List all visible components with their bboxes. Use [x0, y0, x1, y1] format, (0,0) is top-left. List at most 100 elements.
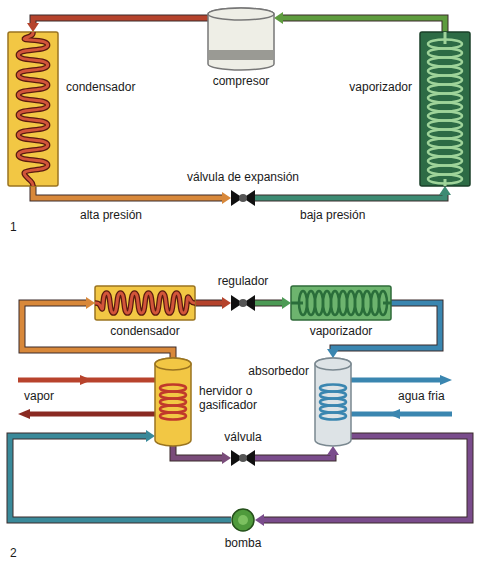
shape-outline — [231, 190, 255, 206]
water-in-pipe — [351, 412, 452, 417]
condenser-box — [95, 286, 195, 320]
coil-turn — [428, 130, 462, 139]
coil-tube — [95, 293, 195, 313]
component-label: compresor — [181, 74, 301, 88]
coil-turn — [428, 76, 462, 85]
pipe-casing — [255, 195, 445, 198]
shape-outline — [208, 8, 274, 70]
valve-symbol — [231, 190, 255, 206]
shape-outline — [291, 286, 391, 320]
coil-turn — [320, 413, 346, 420]
cylinder-body — [315, 358, 351, 446]
cylinder-top — [155, 358, 191, 370]
component-spiralh: vaporizador — [291, 286, 391, 320]
coil-turn — [428, 139, 462, 148]
pump-hub — [238, 515, 248, 525]
component-cyly: hervidor o gasificador — [155, 358, 191, 446]
pipe-connector — [195, 301, 222, 306]
pipe-connector — [283, 18, 445, 32]
coil-turn — [428, 112, 462, 121]
pipe-connector — [255, 301, 282, 306]
component-comp: compresor — [208, 8, 274, 70]
coil-turn — [428, 148, 462, 157]
coil-turn — [428, 121, 462, 130]
annotation-label: 2 — [10, 546, 17, 560]
component-label: válvula — [183, 430, 303, 444]
water-out-pipe — [351, 378, 440, 383]
coil-lead — [444, 32, 447, 186]
pipe-casing — [10, 436, 231, 520]
valve-symbol — [231, 295, 255, 311]
pipe-connector — [10, 436, 231, 520]
shape-outline — [231, 508, 255, 532]
pump-symbol — [232, 509, 254, 531]
shape-outline — [8, 32, 58, 186]
shape-outline — [231, 450, 255, 466]
pipe-casing — [255, 300, 282, 307]
component-cylg: absorbedor — [315, 358, 351, 446]
water-out-arrowhead — [440, 375, 452, 385]
component-coilv: condensador — [8, 32, 58, 186]
shape-outline — [420, 32, 470, 186]
pipe-casing — [33, 18, 208, 23]
shape-outline — [231, 295, 255, 311]
component-valve: válvula de expansión — [231, 190, 255, 206]
coil-turn — [428, 166, 462, 175]
condenser-box — [8, 32, 58, 186]
component-label: condensador — [66, 80, 135, 94]
pipe-casing — [283, 18, 445, 32]
pipe-casing — [195, 300, 222, 307]
pipe-connector — [173, 446, 222, 458]
annotation-label: vapor — [24, 389, 54, 403]
pipe-casing — [173, 446, 222, 458]
component-label: regulador — [183, 274, 303, 288]
component-label: bomba — [183, 536, 303, 550]
valve-stem — [239, 194, 247, 202]
cylinder-top — [208, 8, 274, 20]
shape-outline — [95, 286, 195, 320]
component-label: hervidor o gasificador — [199, 384, 279, 412]
component-label: absorbedor — [209, 364, 309, 378]
pipe-connector — [33, 186, 222, 198]
shape-outline — [155, 358, 191, 446]
cylinder-body — [155, 358, 191, 446]
water-in-arrowhead — [388, 409, 400, 419]
compressor-band — [209, 50, 274, 60]
steam-out-arrowhead — [18, 409, 30, 419]
coil-turn — [428, 40, 462, 49]
valve-symbol — [231, 450, 255, 466]
component-pump: bomba — [231, 508, 255, 532]
coil-casing — [18, 32, 47, 186]
pipe-connector — [255, 195, 445, 198]
annotation-label: baja presión — [300, 208, 365, 222]
coil-turn — [428, 85, 462, 94]
component-valve: regulador — [231, 295, 255, 311]
coil-casing — [95, 293, 195, 313]
valve-stem — [239, 454, 247, 462]
coil-turn — [428, 58, 462, 67]
component-valve: válvula — [231, 450, 255, 466]
coil-turn — [379, 291, 387, 315]
component-label: vaporizador — [292, 80, 412, 94]
pipe-connector — [264, 436, 470, 520]
coil-turn — [428, 103, 462, 112]
pipe-casing — [255, 455, 333, 458]
coil-turn — [428, 94, 462, 103]
pipe-connector — [33, 18, 208, 23]
coil-turn — [428, 49, 462, 58]
steam-out-pipe — [30, 412, 155, 417]
component-spiralv: vaporizador — [420, 32, 470, 186]
steam-in-arrowhead — [80, 375, 92, 385]
annotation-label: agua fria — [398, 389, 445, 403]
coil-turn — [428, 67, 462, 76]
pipe-connector — [255, 455, 333, 458]
cylinder-body — [208, 8, 274, 70]
annotation-label: 1 — [10, 220, 17, 234]
pipe-casing — [33, 186, 222, 198]
evaporator-box — [291, 286, 391, 320]
cylinder-top — [315, 358, 351, 370]
component-coilh: condensador — [95, 286, 195, 320]
component-label: condensador — [85, 324, 205, 338]
valve-stem — [239, 299, 247, 307]
